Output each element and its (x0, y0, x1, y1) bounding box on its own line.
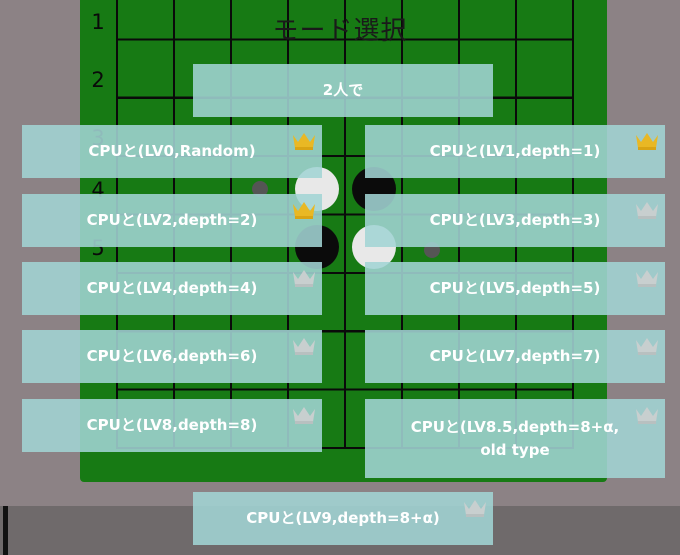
gray-crown-icon (293, 407, 315, 424)
cpu-lv5-button[interactable]: CPUと(LV5,depth=5) (365, 262, 665, 315)
gold-crown-icon (293, 202, 315, 219)
row-label-2: 2 (91, 68, 105, 92)
cpu-lv7-label: CPUと(LV7,depth=7) (429, 347, 601, 365)
move-hint-dot[interactable] (252, 181, 268, 197)
gold-crown-icon (636, 133, 658, 150)
cpu-lv0-button[interactable]: CPUと(LV0,Random) (22, 125, 322, 178)
cpu-lv9-label: CPUと(LV9,depth=8+α) (246, 509, 440, 527)
cpu-lv8-button[interactable]: CPUと(LV8,depth=8) (22, 399, 322, 452)
gray-crown-icon (636, 202, 658, 219)
two-player-button[interactable]: 2人で (193, 64, 493, 117)
cpu-lv2-button[interactable]: CPUと(LV2,depth=2) (22, 194, 322, 247)
gray-crown-icon (293, 338, 315, 355)
gray-crown-icon (636, 270, 658, 287)
cpu-lv2-label: CPUと(LV2,depth=2) (86, 211, 258, 229)
cpu-lv6-label: CPUと(LV6,depth=6) (86, 347, 258, 365)
gray-crown-icon (293, 270, 315, 287)
gray-crown-icon (636, 338, 658, 355)
cpu-lv3-label: CPUと(LV3,depth=3) (429, 211, 601, 229)
cpu-lv8-5-button[interactable]: CPUと(LV8.5,depth=8+α, old type (365, 399, 665, 478)
gray-crown-icon (464, 500, 486, 517)
cpu-lv6-button[interactable]: CPUと(LV6,depth=6) (22, 330, 322, 383)
cpu-lv8-5-label-line1: CPUと(LV8.5,depth=8+α, (410, 417, 620, 436)
bottom-bar-edge (3, 506, 8, 555)
cpu-lv8-5-label-line2: old type (480, 440, 550, 459)
page-title: モード選択 (272, 16, 408, 46)
cpu-lv5-label: CPUと(LV5,depth=5) (429, 279, 601, 297)
gray-crown-icon (636, 407, 658, 424)
cpu-lv4-button[interactable]: CPUと(LV4,depth=4) (22, 262, 322, 315)
cpu-lv1-button[interactable]: CPUと(LV1,depth=1) (365, 125, 665, 178)
cpu-lv4-label: CPUと(LV4,depth=4) (86, 279, 258, 297)
cpu-lv0-label: CPUと(LV0,Random) (88, 142, 256, 160)
cpu-lv3-button[interactable]: CPUと(LV3,depth=3) (365, 194, 665, 247)
cpu-lv9-button[interactable]: CPUと(LV9,depth=8+α) (193, 492, 493, 545)
cpu-lv7-button[interactable]: CPUと(LV7,depth=7) (365, 330, 665, 383)
cpu-lv8-label: CPUと(LV8,depth=8) (86, 416, 258, 434)
gold-crown-icon (293, 133, 315, 150)
two-player-label: 2人で (322, 81, 364, 99)
row-label-1: 1 (91, 10, 105, 34)
cpu-lv1-label: CPUと(LV1,depth=1) (429, 142, 601, 160)
